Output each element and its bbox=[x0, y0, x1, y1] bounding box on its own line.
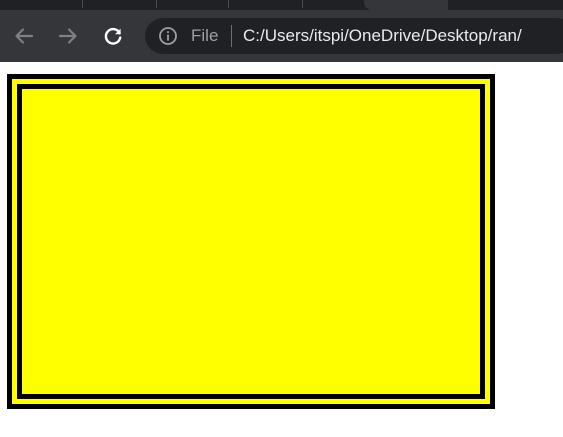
tab-separator bbox=[228, 0, 229, 8]
page-content bbox=[0, 62, 563, 437]
tab-separator bbox=[82, 0, 83, 8]
tab-separator bbox=[302, 0, 303, 8]
tab-strip bbox=[0, 0, 563, 10]
url-scheme-label: File bbox=[191, 26, 219, 45]
arrow-right-icon bbox=[58, 28, 77, 44]
outer-yellow-box bbox=[7, 74, 495, 409]
tab-separator bbox=[156, 0, 157, 8]
arrow-left-icon bbox=[15, 28, 34, 44]
active-tab-edge bbox=[364, 0, 374, 10]
address-bar[interactable]: File C:/Users/itspi/OneDrive/Desktop/ran… bbox=[145, 18, 563, 54]
browser-toolbar: File C:/Users/itspi/OneDrive/Desktop/ran… bbox=[0, 10, 563, 62]
inner-yellow-box bbox=[17, 84, 485, 399]
info-icon[interactable] bbox=[158, 26, 178, 46]
tab-strip-filler bbox=[448, 0, 563, 10]
back-button[interactable] bbox=[10, 22, 38, 50]
forward-button[interactable] bbox=[54, 22, 82, 50]
reload-button[interactable] bbox=[99, 22, 127, 50]
reload-icon bbox=[104, 27, 122, 45]
active-tab[interactable] bbox=[372, 0, 448, 10]
omnibox-divider bbox=[231, 25, 232, 47]
url-text[interactable]: C:/Users/itspi/OneDrive/Desktop/ran/ bbox=[243, 26, 522, 45]
